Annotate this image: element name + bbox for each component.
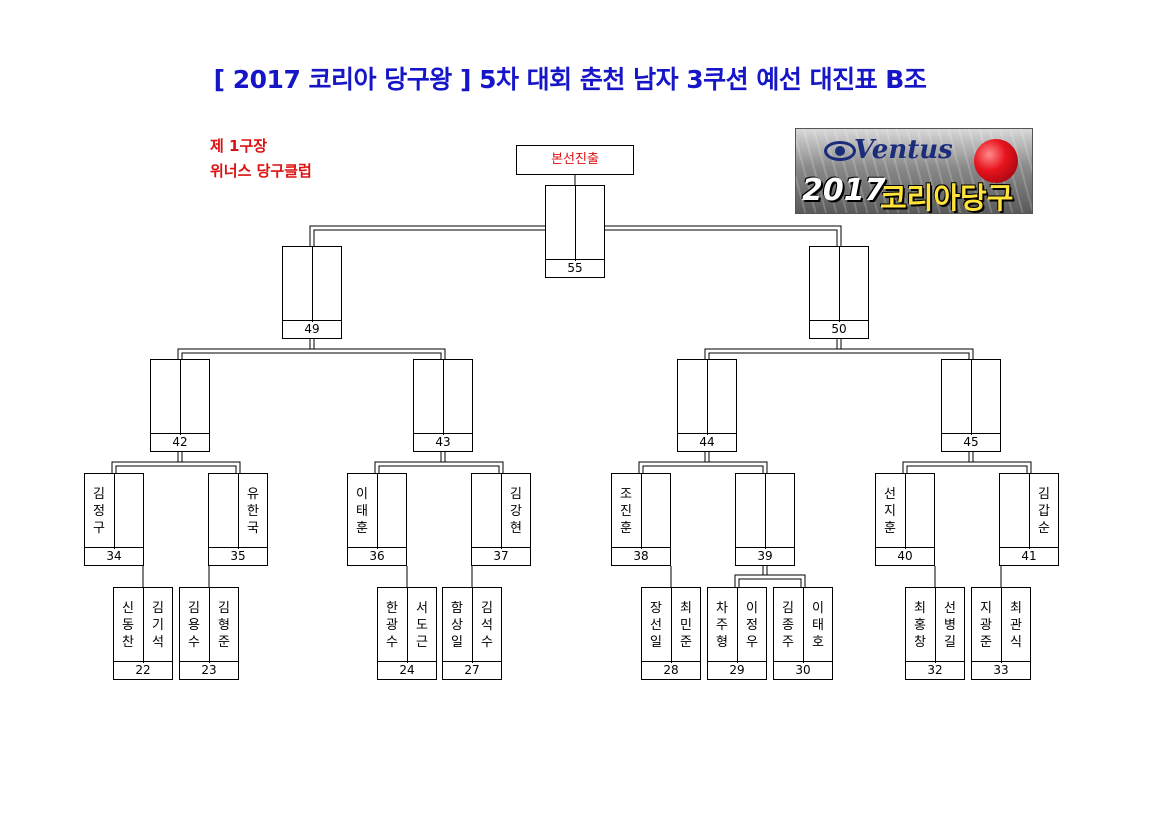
match-number: 44 xyxy=(678,433,736,451)
player-name: 김기석 xyxy=(152,601,164,650)
match-box-39: 39 xyxy=(735,473,795,566)
seed-player-name: 김갑순 xyxy=(1038,487,1050,536)
player-name: 최관식 xyxy=(1010,601,1022,650)
seed-player-name: 조진훈 xyxy=(620,487,632,536)
player-name: 이태호 xyxy=(812,601,824,650)
bracket-connector xyxy=(708,352,970,359)
match-box-55: 55 xyxy=(545,185,605,278)
match-box-36: 이태훈 36 xyxy=(347,473,407,566)
bracket-connector xyxy=(734,574,806,587)
bracket-connector xyxy=(378,465,500,473)
billiard-ball-icon xyxy=(974,139,1018,183)
bracket-connector xyxy=(374,461,504,473)
match-box-42: 42 xyxy=(150,359,210,452)
final-advance-box: 본선진출 xyxy=(516,145,634,175)
match-number: 43 xyxy=(414,433,472,451)
match-number: 38 xyxy=(612,547,670,565)
player-name: 신동찬 xyxy=(122,601,134,650)
match-number: 33 xyxy=(972,661,1030,679)
player-name: 최홍창 xyxy=(914,601,926,650)
match-box-49: 49 xyxy=(282,246,342,339)
seed-player-name: 유한국 xyxy=(247,487,259,536)
bracket-connector xyxy=(642,465,764,473)
match-box-37: 김강현 37 xyxy=(471,473,531,566)
player-name: 함상일 xyxy=(451,601,463,650)
match-box-27: 함상일 김석수 27 xyxy=(442,587,502,680)
match-number: 23 xyxy=(180,661,238,679)
match-box-45: 45 xyxy=(941,359,1001,452)
match-number: 27 xyxy=(443,661,501,679)
match-number: 29 xyxy=(708,661,766,679)
match-box-40: 선지훈 40 xyxy=(875,473,935,566)
player-name: 서도근 xyxy=(416,601,428,650)
match-number: 34 xyxy=(85,547,143,565)
match-number: 36 xyxy=(348,547,406,565)
match-number: 42 xyxy=(151,433,209,451)
player-name: 장선일 xyxy=(650,601,662,650)
bracket-title: [ 2017 코리아 당구왕 ] 5차 대회 춘천 남자 3쿠션 예선 대진표 … xyxy=(213,65,927,94)
seed-player-name: 김강현 xyxy=(510,487,522,536)
match-number: 24 xyxy=(378,661,436,679)
bracket-connector xyxy=(115,465,237,473)
match-box-29: 차주형 이정우 29 xyxy=(707,587,767,680)
match-number: 22 xyxy=(114,661,172,679)
match-number: 40 xyxy=(876,547,934,565)
match-box-34: 김정구 34 xyxy=(84,473,144,566)
player-name: 지광준 xyxy=(980,601,992,650)
match-number: 55 xyxy=(546,259,604,277)
player-name: 한광수 xyxy=(386,601,398,650)
match-box-30: 김종주 이태호 30 xyxy=(773,587,833,680)
bracket-connector xyxy=(638,461,768,473)
match-number: 41 xyxy=(1000,547,1058,565)
match-number: 49 xyxy=(283,320,341,338)
venue-court: 제 1구장 xyxy=(210,137,268,155)
match-number: 37 xyxy=(472,547,530,565)
match-box-41: 김갑순 41 xyxy=(999,473,1059,566)
player-name: 김석수 xyxy=(481,601,493,650)
banner-year: 2017 xyxy=(802,173,886,208)
match-box-32: 최홍창 선병길 32 xyxy=(905,587,965,680)
match-box-28: 장선일 최민준 28 xyxy=(641,587,701,680)
ventus-eye-icon xyxy=(824,141,856,161)
bracket-connector xyxy=(704,348,974,359)
match-number: 45 xyxy=(942,433,1000,451)
player-name: 최민준 xyxy=(680,601,692,650)
match-box-22: 신동찬 김기석 22 xyxy=(113,587,173,680)
match-box-38: 조진훈 38 xyxy=(611,473,671,566)
match-box-43: 43 xyxy=(413,359,473,452)
match-number: 39 xyxy=(736,547,794,565)
bracket-connector xyxy=(111,461,241,473)
seed-player-name: 이태훈 xyxy=(356,487,368,536)
match-box-33: 지광준 최관식 33 xyxy=(971,587,1031,680)
bracket-connector xyxy=(738,578,802,587)
match-number: 32 xyxy=(906,661,964,679)
player-name: 차주형 xyxy=(716,601,728,650)
player-name: 선병길 xyxy=(944,601,956,650)
match-number: 28 xyxy=(642,661,700,679)
seed-player-name: 선지훈 xyxy=(884,487,896,536)
bracket-connector xyxy=(181,352,442,359)
banner-brand: Ventus xyxy=(854,135,953,165)
bracket-connector xyxy=(906,465,1028,473)
match-number: 35 xyxy=(209,547,267,565)
seed-player-name: 김정구 xyxy=(93,487,105,536)
player-name: 김종주 xyxy=(782,601,794,650)
venue-club: 위너스 당구클럽 xyxy=(210,162,312,180)
player-name: 이정우 xyxy=(746,601,758,650)
match-box-23: 김용수 김형준 23 xyxy=(179,587,239,680)
match-box-44: 44 xyxy=(677,359,737,452)
match-number: 30 xyxy=(774,661,832,679)
match-box-50: 50 xyxy=(809,246,869,339)
match-box-24: 한광수 서도근 24 xyxy=(377,587,437,680)
match-number: 50 xyxy=(810,320,868,338)
match-box-35: 유한국 35 xyxy=(208,473,268,566)
player-name: 김형준 xyxy=(218,601,230,650)
bracket-connector xyxy=(902,461,1032,473)
player-name: 김용수 xyxy=(188,601,200,650)
bracket-connector xyxy=(177,348,446,359)
